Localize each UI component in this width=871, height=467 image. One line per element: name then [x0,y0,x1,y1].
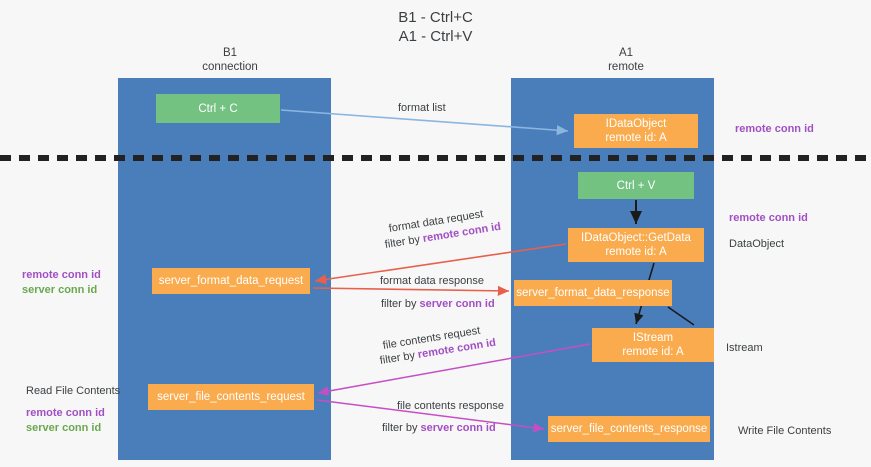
node-getdata[interactable]: IDataObject::GetData remote id: A [568,228,704,262]
node-dataobject[interactable]: IDataObject remote id: A [574,114,698,148]
node-getdata-sublabel: remote id: A [605,246,667,258]
note-dataobject: DataObject [729,238,785,250]
note-right-getdata: remote conn id DataObject [729,211,808,252]
node-istream-label: IStream [632,332,674,344]
note-remote-conn-id: remote conn id [729,212,808,224]
node-server-file-contents-response[interactable]: server_file_contents_response [548,416,710,442]
edge-label-format-data-response: format data response [380,275,484,287]
note-remote-conn-id: remote conn id [22,269,101,281]
filter-prefix: filter by [382,422,421,434]
node-getdata-label: IDataObject::GetData [581,232,691,244]
page-title: B1 - Ctrl+C A1 - Ctrl+V [398,9,473,45]
note-right-remote-conn-id: remote conn id [735,122,814,137]
node-ctrl-v-label: Ctrl + V [616,179,656,192]
filter-prefix: filter by [381,298,420,310]
edge-label-file-contents-response-filter: filter by server conn id [382,421,496,436]
node-server-format-data-response[interactable]: server_format_data_response [514,280,672,306]
node-server-file-contents-response-label: server_file_contents_response [550,423,708,435]
node-server-format-data-response-label: server_format_data_response [516,287,670,299]
edge-label-format-data-response-filter: filter by server conn id [381,297,495,312]
note-server-conn-id: server conn id [22,284,98,296]
node-server-file-contents-request[interactable]: server_file_contents_request [148,384,314,410]
note-read-file-contents: Read File Contents [26,385,121,397]
lane-header-a1: A1 remote [608,47,644,73]
node-istream-sublabel: remote id: A [622,346,684,358]
node-ctrl-c-label: Ctrl + C [198,102,238,115]
phase-divider [0,155,871,161]
note-left-conn-ids: remote conn id server conn id [22,268,101,298]
note-remote-conn-id: remote conn id [26,407,105,419]
node-server-file-contents-request-label: server_file_contents_request [157,391,305,403]
note-left-read-file-contents: Read File Contents remote conn id server… [26,384,120,436]
filter-accent: server conn id [419,298,495,310]
note-right-write-file-contents: Write File Contents [738,424,831,439]
node-server-format-data-request-label: server_format_data_request [158,275,304,287]
node-server-format-data-request[interactable]: server_format_data_request [152,268,310,294]
edge-label-file-contents-response: file contents response [397,400,505,412]
note-text: Istream [726,342,763,354]
note-server-conn-id: server conn id [26,422,102,434]
edge-label-format-list: format list [398,102,446,114]
node-dataobject-label: IDataObject [605,118,667,130]
lane-header-b1: B1 connection [202,47,258,73]
note-text: Write File Contents [738,425,832,437]
note-text: remote conn id [735,123,814,135]
filter-accent: server conn id [420,422,496,434]
node-dataobject-sublabel: remote id: A [605,132,667,144]
node-ctrl-c[interactable]: Ctrl + C [156,94,280,123]
node-istream[interactable]: IStream remote id: A [592,328,714,362]
node-ctrl-v[interactable]: Ctrl + V [578,172,694,199]
note-right-istream: Istream [726,341,763,356]
